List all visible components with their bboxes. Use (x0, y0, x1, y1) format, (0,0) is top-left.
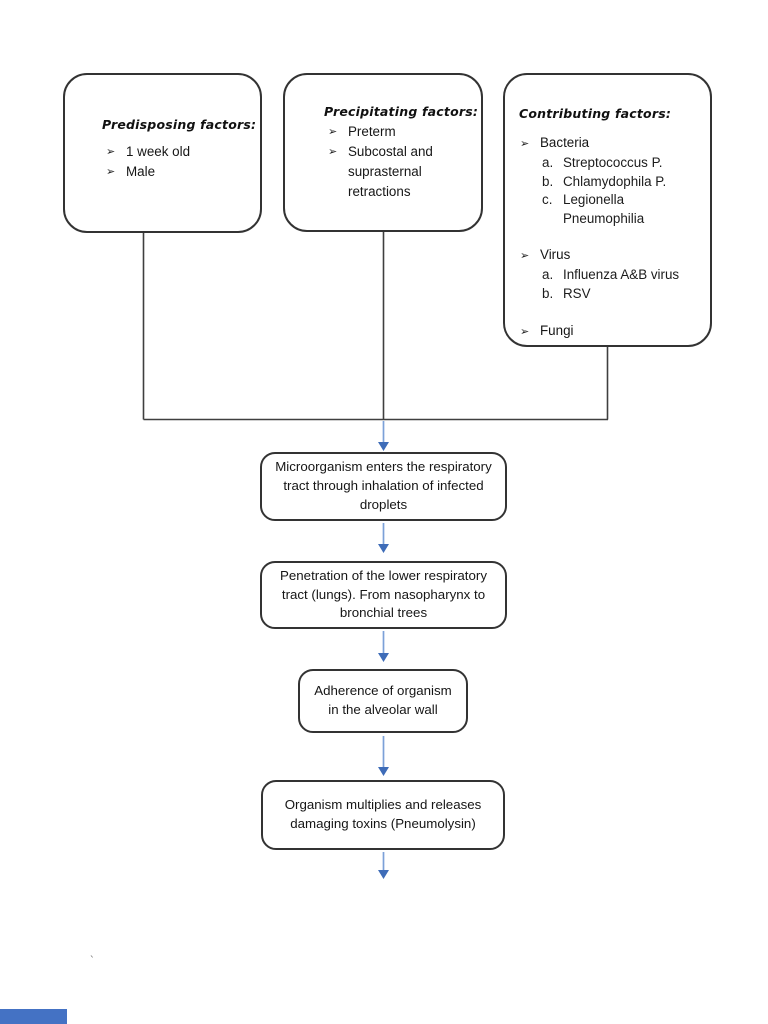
group-label: Bacteria (540, 135, 590, 150)
arrow-bullet-icon: ➢ (106, 166, 116, 178)
sub-item-label: Influenza A&B virus (563, 267, 680, 282)
sub-item-letter: c. (542, 192, 553, 207)
list-item-label: Preterm (348, 124, 396, 139)
list-item: ➢ 1 week old (106, 142, 260, 162)
box-title: Precipitating factors: (324, 104, 479, 119)
flow-step-2: Penetration of the lower respiratory tra… (260, 561, 507, 629)
flow-step-text: Penetration of the lower respiratory tra… (280, 567, 487, 621)
group-label: Fungi (540, 323, 574, 338)
sub-item-letter: a. (542, 267, 554, 282)
group-fungi: ➢ Fungi (520, 322, 710, 342)
flow-arrow (378, 631, 389, 662)
arrow-bullet-icon: ➢ (328, 146, 338, 158)
flow-step-4: Organism multiplies and releases damagin… (261, 780, 505, 850)
factor-box-precipitating: Precipitating factors: ➢ Preterm ➢ Subco… (283, 73, 483, 232)
flow-arrow (378, 421, 389, 451)
box-title: Predisposing factors: (102, 117, 257, 132)
flow-step-text: Organism multiplies and releases damagin… (284, 797, 482, 831)
factor-box-contributing: Contributing factors: ➢ Bacteria a. Stre… (503, 73, 712, 347)
sub-item: a. Streptococcus P. (542, 154, 710, 173)
group-bacteria: ➢ Bacteria a. Streptococcus P. b. Chlamy… (520, 134, 710, 228)
sub-item: c. Legionella Pneumophilia (542, 191, 710, 228)
group-virus: ➢ Virus a. Influenza A&B virus b. RSV (520, 246, 710, 303)
sub-item-label: Streptococcus P. (563, 155, 663, 170)
sub-item-label: Chlamydophila P. (563, 173, 667, 189)
sub-item-letter: b. (542, 285, 554, 301)
list-item-label: 1 week old (126, 144, 191, 159)
stray-mark: ` (89, 954, 96, 967)
box-title: Contributing factors: (519, 106, 672, 121)
sub-item-label: Legionella Pneumophilia (563, 192, 645, 226)
arrow-bullet-icon: ➢ (520, 250, 530, 262)
list-item: ➢ Preterm (328, 122, 481, 142)
group-label: Virus (540, 247, 571, 262)
sub-item-letter: a. (542, 155, 554, 170)
arrow-bullet-icon: ➢ (106, 146, 116, 158)
flow-step-text: Microorganism enters the respiratory tra… (275, 459, 492, 512)
list-item-label: Male (126, 164, 156, 179)
factor-box-predisposing: Predisposing factors: ➢ 1 week old ➢ Mal… (63, 73, 262, 233)
sub-item-letter: b. (542, 173, 554, 189)
sub-item-label: RSV (563, 285, 591, 301)
sub-item: b. RSV (542, 285, 710, 304)
list-item: ➢ Subcostal and suprasternal retractions (328, 142, 481, 202)
page-corner-artifact (0, 1009, 67, 1024)
sub-item: a. Influenza A&B virus (542, 266, 710, 285)
flow-arrow (378, 523, 389, 553)
sub-item: b. Chlamydophila P. (542, 173, 710, 192)
flow-step-3: Adherence of organism in the alveolar wa… (298, 669, 468, 733)
flow-step-1: Microorganism enters the respiratory tra… (260, 452, 507, 521)
arrow-bullet-icon: ➢ (520, 138, 530, 150)
list-item: ➢ Male (106, 162, 260, 182)
flow-arrow (378, 852, 389, 879)
flow-arrow (378, 736, 389, 776)
list-item-label: Subcostal and suprasternal retractions (348, 144, 433, 199)
arrow-bullet-icon: ➢ (328, 126, 338, 138)
flow-step-text: Adherence of organism in the alveolar wa… (314, 683, 452, 717)
arrow-bullet-icon: ➢ (520, 326, 530, 338)
